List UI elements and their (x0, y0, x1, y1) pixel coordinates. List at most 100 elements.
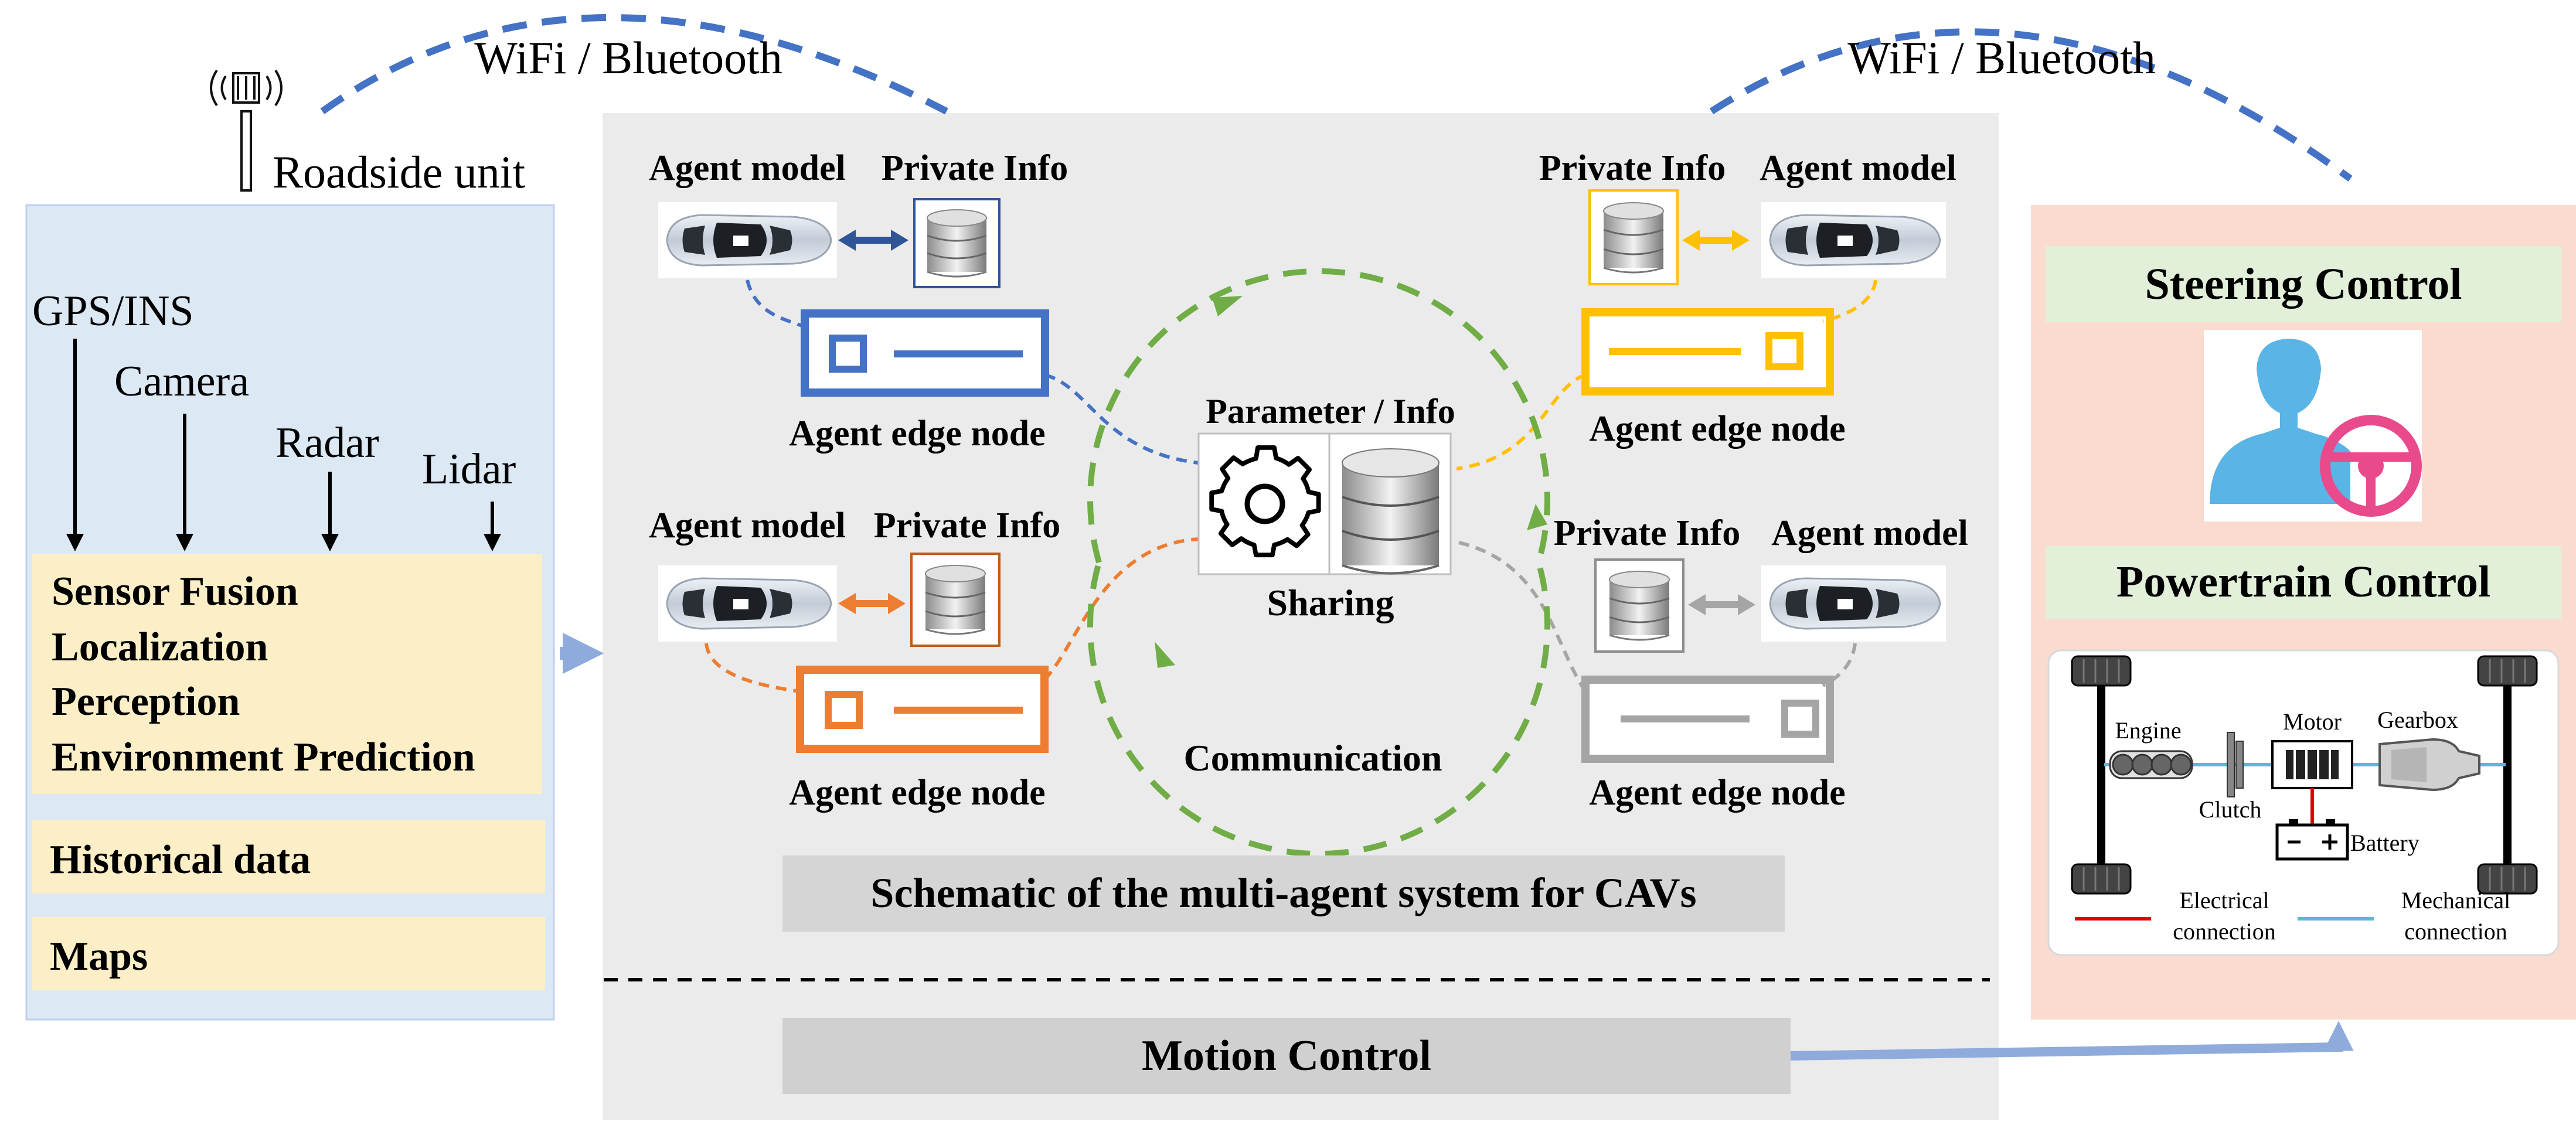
sharing-label: Sharing (1267, 582, 1394, 623)
battery-label: Battery (2350, 830, 2420, 856)
arrowhead-left (1688, 594, 1706, 615)
motion-control-label: Motion Control (1142, 1032, 1431, 1080)
sensor-lidar-label: Lidar (422, 445, 516, 493)
wifi-label-left: WiFi / Bluetooth (474, 32, 782, 83)
historical-data-box (32, 820, 545, 894)
sensor-radar-label: Radar (275, 419, 379, 467)
agent-model-label: Agent model (1760, 148, 1956, 188)
mechanical-legend-line2: connection (2404, 918, 2507, 945)
sensor-gps-label: GPS/INS (32, 287, 194, 335)
database-icon (910, 553, 1001, 647)
motor-label: Motor (2283, 708, 2342, 735)
gear-icon (1209, 445, 1321, 558)
steering-control-header (2046, 246, 2561, 322)
agent-model-label: Agent model (1771, 513, 1968, 553)
communication-cycle (1087, 268, 1550, 857)
electrical-legend-line1: Electrical (2179, 887, 2269, 913)
car-icon (658, 565, 837, 642)
agent-top-right: Private Info Agent model Agent edge node (1456, 148, 1956, 471)
clutch-label: Clutch (2199, 796, 2262, 823)
database-icon (913, 198, 1001, 288)
arrowhead-right (888, 593, 906, 614)
private-info-label: Private Info (1539, 148, 1726, 188)
clutch-icon (2227, 732, 2244, 797)
powertrain-control-label: Powertrain Control (2116, 557, 2490, 606)
communication-label: Communication (1184, 737, 1442, 779)
sensor-camera-label: Camera (114, 357, 249, 405)
wheel-treads (2082, 659, 2526, 891)
driver-steering-icon (2204, 330, 2422, 521)
edge-node-port (829, 335, 867, 373)
cycle-arrowhead-bottom (1155, 642, 1175, 668)
fusion-line-perception: Perception (52, 679, 240, 724)
arrowhead-left (838, 230, 856, 251)
edge-node-label: Agent edge node (789, 773, 1045, 813)
agent-top-left: Agent model Private Info Agent edge node (649, 148, 1199, 465)
parameter-info-label: Parameter / Info (1206, 392, 1455, 431)
mechanical-legend-line1: Mechanical (2401, 887, 2511, 913)
cycle-arrowhead-right (1527, 504, 1547, 530)
engine-icon (2109, 750, 2193, 779)
arrowhead-right (1738, 594, 1755, 615)
agent-model-label: Agent model (649, 148, 846, 188)
steering-control-label: Steering Control (2145, 260, 2462, 309)
electrical-legend-line2: connection (2173, 918, 2276, 945)
edge-node-port (825, 691, 863, 729)
wifi-arc-right (1709, 28, 2353, 182)
engine-label: Engine (2115, 717, 2181, 744)
gearbox-icon (2378, 738, 2480, 792)
agent-bottom-left: Agent model Private Info Agent edge node (649, 506, 1199, 813)
schematic-title-box (782, 855, 1785, 932)
roadside-unit-label: Roadside unit (273, 146, 525, 197)
fusion-line-environment-prediction: Environment Prediction (52, 735, 475, 780)
edge-node-port (1781, 700, 1819, 738)
maps-label: Maps (50, 934, 148, 979)
database-icon (1588, 189, 1679, 285)
gearbox-label: Gearbox (2377, 707, 2458, 733)
edge-node-port (1765, 332, 1803, 370)
agent-bottom-right: Private Info Agent model Agent edge node (1456, 513, 1968, 813)
edge-node-label: Agent edge node (1589, 773, 1845, 813)
wheel-icon (2071, 655, 2538, 895)
private-info-label: Private Info (1554, 513, 1741, 553)
motor-icon (2271, 740, 2353, 789)
model-node-link (705, 643, 801, 693)
battery-icon (2275, 819, 2349, 861)
powertrain-diagram: Engine Clutch Motor Battery (2047, 649, 2560, 956)
arrowhead-right (1732, 230, 1750, 251)
private-info-label: Private Info (874, 506, 1061, 546)
arrowhead-left (1682, 230, 1700, 251)
fusion-line-sensor-fusion: Sensor Fusion (52, 569, 298, 614)
wifi-label-right: WiFi / Bluetooth (1847, 32, 2156, 83)
powertrain-control-header (2046, 546, 2561, 619)
model-node-link (1822, 643, 1857, 687)
node-hub-link (1456, 540, 1587, 693)
private-info-label: Private Info (882, 148, 1068, 188)
edge-node-label: Agent edge node (1589, 409, 1845, 449)
node-hub-link (1043, 537, 1199, 681)
fusion-line-localization: Localization (52, 625, 268, 670)
arrowhead-right (891, 230, 908, 251)
roadside-antenna-icon (210, 69, 283, 192)
car-icon (1761, 202, 1946, 278)
cycle-arrowhead-top (1212, 296, 1243, 316)
edge-node-label: Agent edge node (789, 414, 1045, 454)
motion-control-box (782, 1018, 1791, 1094)
sensor-arrows (66, 339, 501, 551)
database-icon (1594, 558, 1685, 653)
agent-model-label: Agent model (649, 506, 846, 546)
wifi-arc-left (320, 14, 948, 115)
maps-box (32, 917, 545, 990)
car-icon (658, 202, 837, 278)
historical-data-label: Historical data (50, 837, 311, 882)
shared-database-icon (1342, 448, 1440, 575)
motion-to-control-arrow (1790, 1021, 2354, 1061)
arrowhead-left (838, 593, 856, 614)
node-hub-link (1044, 373, 1199, 465)
model-node-link (1822, 279, 1877, 323)
fusion-box (32, 554, 542, 794)
car-icon (1761, 565, 1946, 642)
schematic-title: Schematic of the multi-agent system for … (870, 870, 1696, 916)
